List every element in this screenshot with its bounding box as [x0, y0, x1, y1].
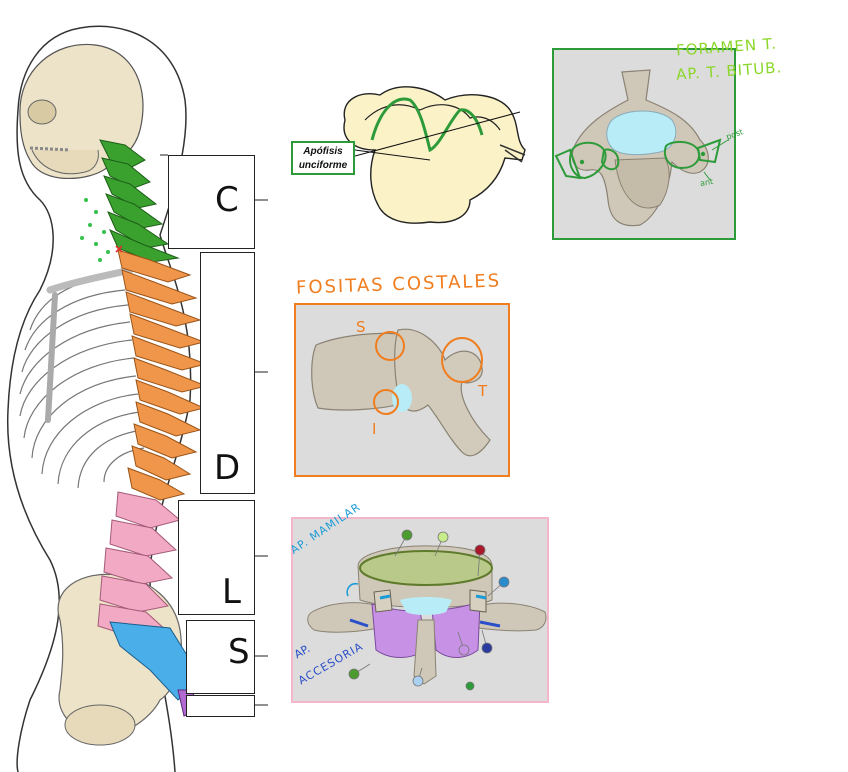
region-letter-thoracic: D: [214, 448, 241, 488]
label-pins: [348, 529, 510, 691]
inferior-facet-circle: [373, 389, 399, 415]
uncinate-process-label: Apófisis unciforme: [291, 141, 355, 175]
superior-facet-circle: [375, 331, 405, 361]
vertebral-body-endplate: [359, 550, 493, 586]
transverse-facet-circle: [441, 337, 483, 383]
eye-socket: [27, 99, 57, 125]
region-box-sacral: [186, 620, 255, 694]
transverse-process-right-outline: [696, 138, 722, 164]
region-letter-lumbar: L: [222, 572, 241, 612]
region-box-coccyx: [186, 695, 255, 717]
hip-socket: [64, 704, 136, 746]
region-letter-sacral: S: [228, 632, 250, 672]
region-box-cervical: [168, 155, 255, 249]
uncinate-label-line2: unciforme: [298, 160, 348, 171]
region-box-thoracic: [200, 252, 255, 494]
lamina-outline: [600, 148, 620, 171]
superior-facet-mark: S: [356, 318, 366, 336]
transverse-process-left-outline: [554, 148, 582, 180]
region-leaders: [160, 154, 268, 706]
uncinate-process-highlight: [370, 97, 484, 153]
region-box-lumbar: [178, 500, 255, 615]
transverse-foramen-right-outline: [664, 140, 700, 170]
transverse-facet-mark: T: [478, 382, 488, 400]
thoracic-vertebrae: [117, 249, 208, 501]
uncinate-label-line1: Apófisis: [303, 146, 343, 157]
cervical-x-mark: [115, 245, 123, 253]
region-letter-cervical: C: [215, 180, 239, 220]
cervical-dots: [80, 198, 110, 262]
sternum: [45, 292, 58, 423]
teeth: [29, 146, 71, 152]
jaw: [31, 149, 99, 175]
inferior-facet-mark: I: [372, 420, 377, 438]
transverse-foramen-left-outline: [569, 141, 607, 180]
cervical-vertebrae: [99, 139, 180, 263]
